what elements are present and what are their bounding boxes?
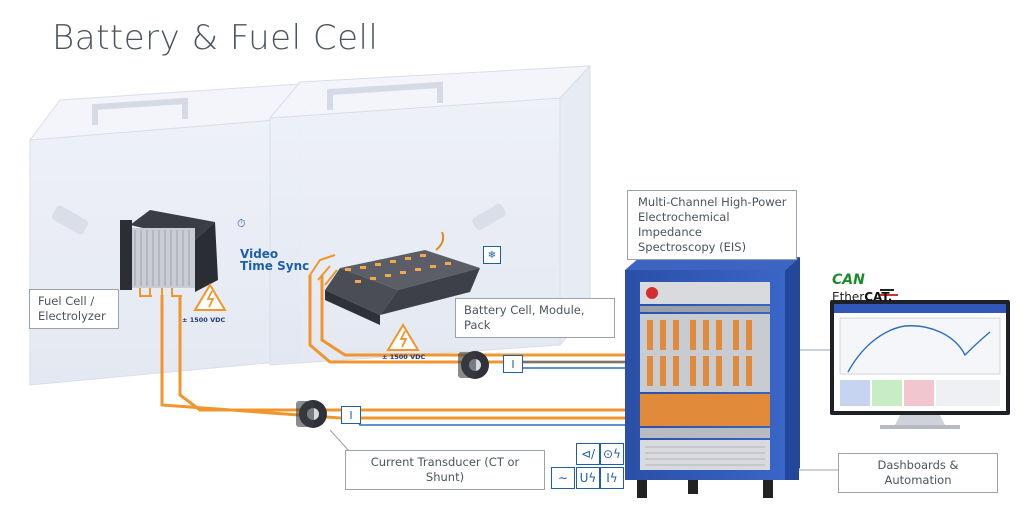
fuel-cell-callout: Fuel Cell / Electrolyzer bbox=[29, 289, 119, 329]
measurement-symbol: ⊙ϟ bbox=[600, 443, 624, 465]
measurement-symbol: Iϟ bbox=[600, 467, 624, 489]
dashboard-monitor bbox=[830, 300, 1010, 429]
dashboards-callout: Dashboards & Automation bbox=[838, 453, 998, 493]
ethercat-arrow-icon bbox=[880, 289, 898, 296]
voltage-badge: ± 1500 VDC bbox=[382, 353, 426, 361]
battery-pack bbox=[325, 231, 480, 325]
page-title: Battery & Fuel Cell bbox=[52, 18, 379, 58]
high-voltage-warning-icon bbox=[193, 283, 420, 351]
battery-taps bbox=[309, 254, 338, 286]
callout-leader bbox=[329, 429, 351, 453]
stopwatch-icon: ⏱ bbox=[237, 217, 246, 230]
can-logo: CAN bbox=[832, 272, 865, 288]
battery-callout: Battery Cell, Module, Pack bbox=[455, 298, 615, 338]
voltage-badge: ± 1500 VDC bbox=[182, 316, 226, 324]
signal-lines bbox=[354, 361, 625, 426]
measurement-symbol: ∼ bbox=[551, 467, 575, 489]
camera-icon bbox=[51, 203, 506, 235]
fuel-cell-taps bbox=[139, 288, 182, 297]
video-label: Video bbox=[240, 247, 279, 261]
time-sync-label: Time Sync bbox=[240, 259, 310, 273]
measurement-symbol: ⊲/ bbox=[576, 443, 600, 465]
ethercat-prefix: Ether bbox=[832, 290, 865, 304]
video-time-sync-label: Video Time Sync bbox=[240, 248, 309, 272]
current-symbol-box: I bbox=[503, 355, 523, 373]
eis-callout: Multi-Channel High-Power Electrochemical… bbox=[627, 190, 797, 260]
eis-rack bbox=[625, 257, 800, 498]
ethercat-suffix: CAT. bbox=[864, 290, 893, 304]
thermometer-icon: ❄ bbox=[483, 246, 501, 264]
measurement-symbol: Uϟ bbox=[576, 467, 600, 489]
fuel-cell-stack bbox=[120, 210, 218, 292]
current-transducer-icon bbox=[296, 351, 489, 428]
current-symbol-box: I bbox=[341, 406, 361, 424]
ethercat-logo: EtherCAT. bbox=[832, 290, 892, 304]
transducer-callout: Current Transducer (CT or Shunt) bbox=[345, 450, 545, 490]
